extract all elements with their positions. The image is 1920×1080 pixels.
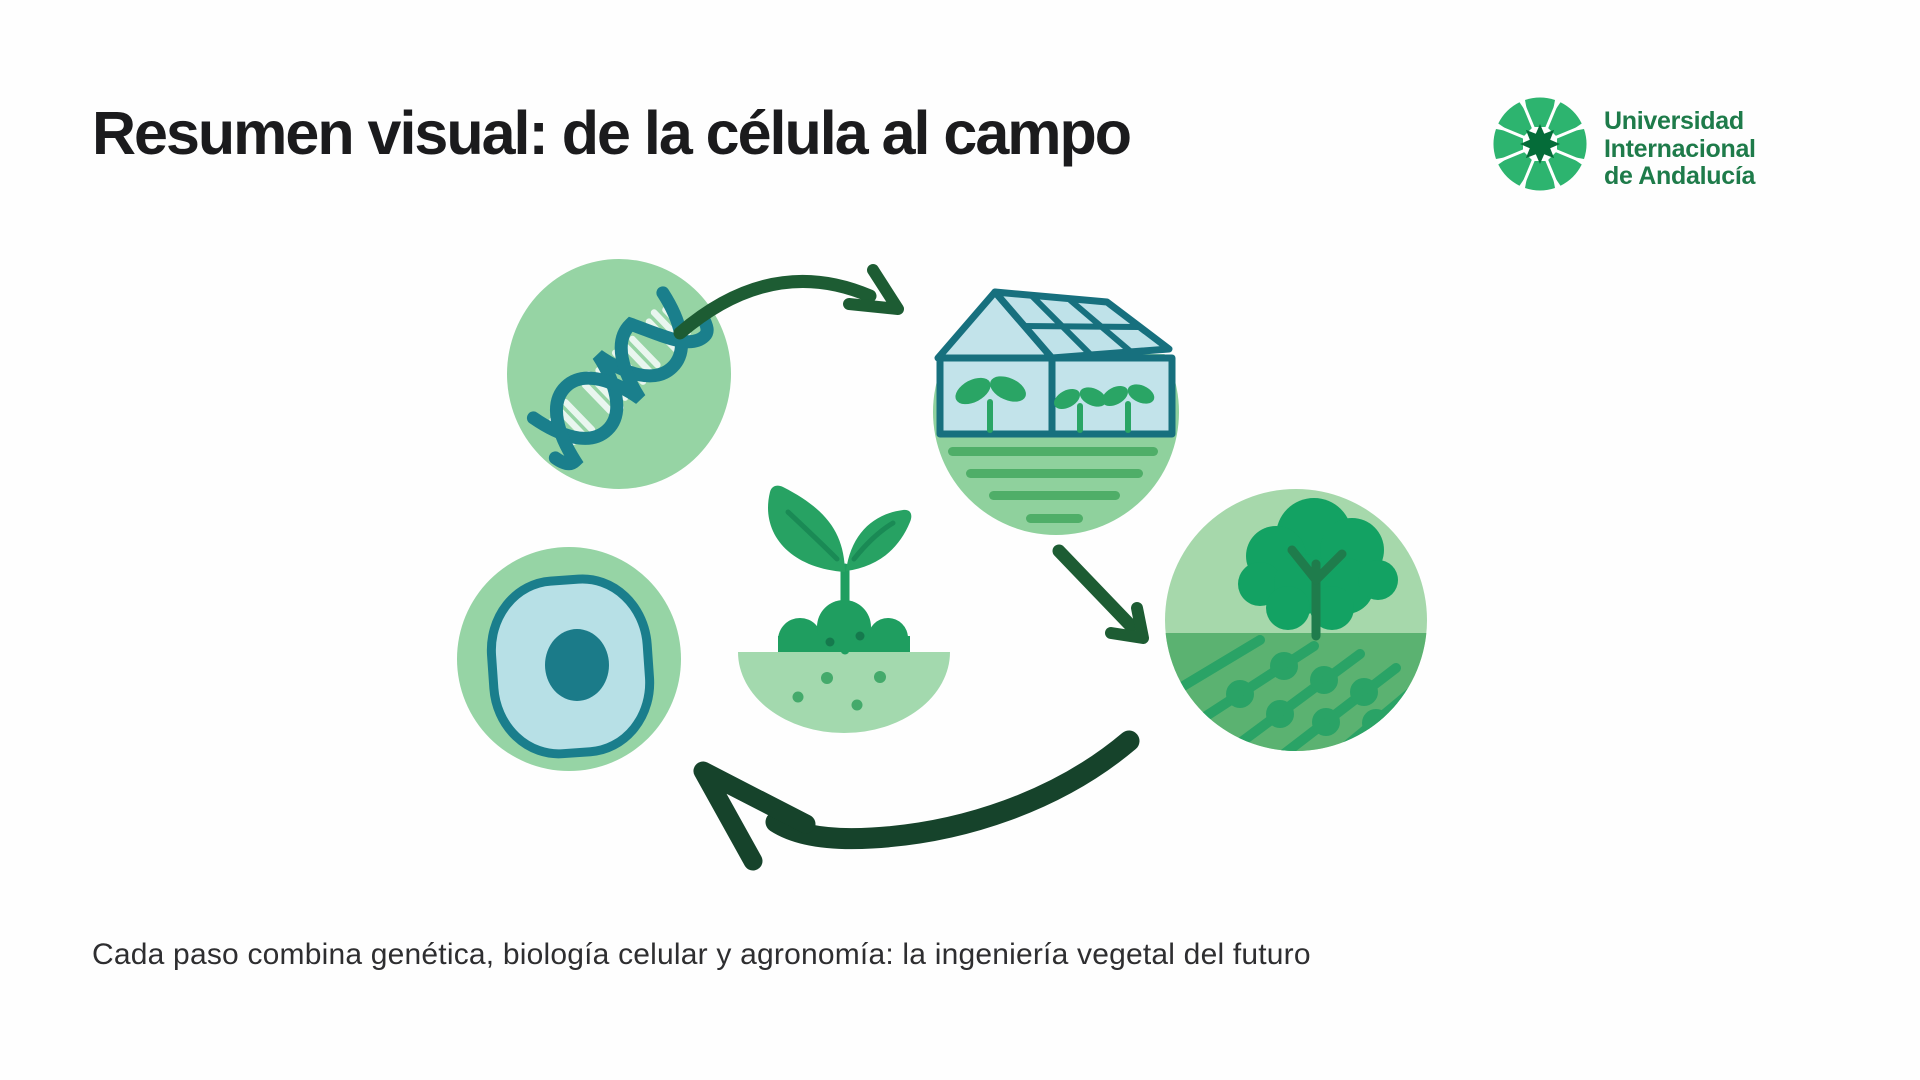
arrow-greenhouse-to-field: [1052, 544, 1149, 644]
logo-line-3: de Andalucía: [1604, 162, 1756, 190]
greenhouse-roof-grid: [1023, 293, 1139, 357]
soil-bowl: [738, 652, 950, 733]
university-logo: Universidad Internacional de Andalucía: [1490, 94, 1756, 194]
seedling-icon: [738, 485, 950, 733]
greenhouse-ground-stripes: [948, 447, 1158, 523]
greenhouse-icon: [933, 288, 1179, 535]
field-soil: [1165, 633, 1427, 751]
logo-line-1: Universidad: [1604, 107, 1744, 135]
soil-dots: [792, 671, 886, 711]
greenhouse-seedlings: [955, 376, 1155, 433]
seedling-leaf-right: [846, 509, 912, 571]
cell-icon: [457, 547, 681, 771]
unia-rosette-icon: [1493, 97, 1587, 191]
rosette-star: [1520, 124, 1560, 164]
field-icon: [1165, 489, 1427, 751]
page-title: Resumen visual: de la célula al campo: [92, 99, 1132, 167]
slide-caption: Cada paso combina genética, biología cel…: [92, 938, 1311, 971]
arrow-field-to-cell: [693, 730, 1140, 871]
greenhouse-structure: [934, 288, 1176, 438]
dna-icon: [507, 259, 731, 489]
rosette-petals: [1493, 97, 1587, 191]
cell-nucleus: [545, 629, 609, 701]
leaf-veins: [785, 509, 896, 562]
tree-trunk: [1287, 545, 1347, 641]
university-name: Universidad Internacional de Andalucía: [1604, 107, 1756, 191]
logo-line-2: Internacional: [1604, 134, 1756, 163]
